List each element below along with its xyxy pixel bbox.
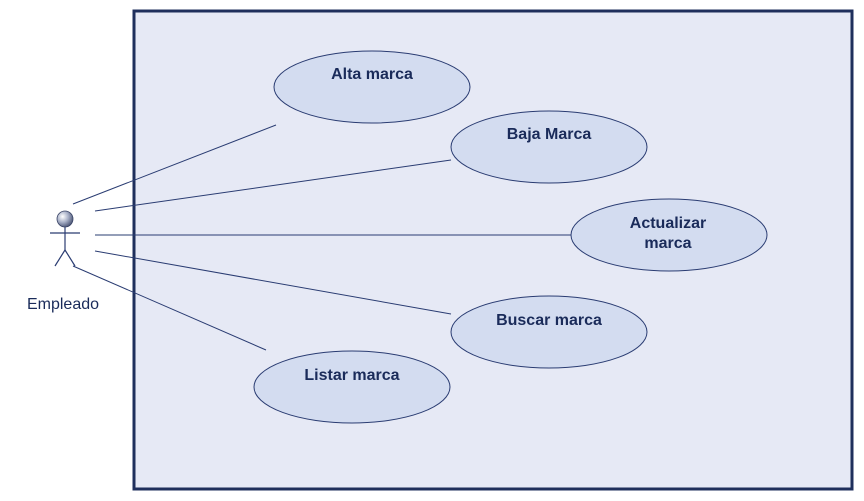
actor-head-icon (56, 210, 74, 228)
association-alta (72, 124, 277, 205)
use-case-ellipse[interactable] (450, 295, 648, 369)
use-case-baja[interactable]: Baja Marca (450, 110, 648, 184)
use-case-listar[interactable]: Listar marca (253, 350, 451, 424)
association-listar (72, 265, 267, 351)
use-case-label: Listar marca (304, 367, 399, 384)
association-baja (94, 159, 452, 212)
actor-leg-right (64, 249, 76, 267)
actor-label: Empleado (27, 296, 99, 313)
use-case-alta[interactable]: Alta marca (273, 50, 471, 124)
use-case-ellipse[interactable] (570, 198, 768, 272)
association-buscar (94, 250, 452, 315)
use-case-ellipse[interactable] (253, 350, 451, 424)
use-case-label-line-2: marca (644, 235, 691, 252)
use-case-label-line-1: Actualizar (630, 215, 706, 232)
use-case-buscar[interactable]: Buscar marca (450, 295, 648, 369)
use-case-label: Alta marca (331, 66, 413, 83)
use-case-label: Baja Marca (507, 126, 592, 143)
associations (72, 124, 571, 351)
use-case-ellipse[interactable] (273, 50, 471, 124)
use-case-ellipse[interactable] (450, 110, 648, 184)
use-case-label: Buscar marca (496, 312, 602, 329)
actor-leg-left (54, 249, 66, 267)
use-case-actualizar[interactable]: Actualizar marca (570, 198, 768, 272)
actor-figure (50, 210, 80, 267)
